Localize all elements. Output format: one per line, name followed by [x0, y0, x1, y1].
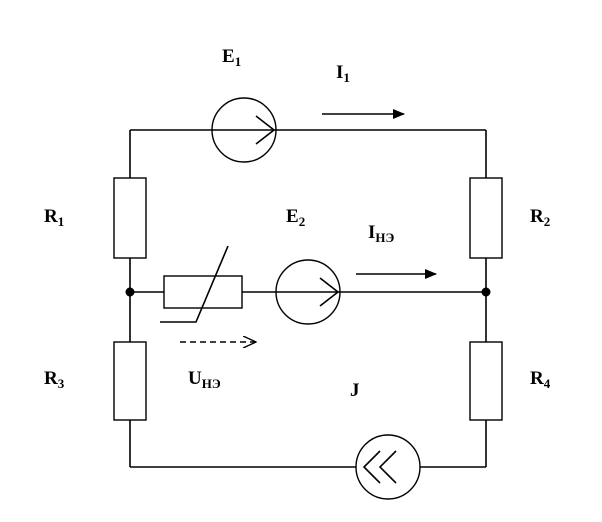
label-i1: I1	[336, 62, 350, 85]
label-r4: R4	[530, 368, 551, 391]
label-ine: IНЭ	[368, 222, 395, 245]
label-r2: R2	[530, 206, 550, 229]
voltage-source-e2	[275, 259, 341, 325]
node-left	[125, 287, 135, 297]
node-right	[481, 287, 491, 297]
resistor-r1	[113, 177, 147, 259]
label-j: J	[350, 380, 360, 401]
label-r3: R3	[44, 368, 65, 391]
voltage-source-e1	[211, 97, 277, 163]
resistor-r3	[113, 341, 147, 421]
label-une: UНЭ	[188, 368, 221, 391]
nonlinear-element	[160, 245, 243, 323]
resistor-r4	[469, 341, 503, 421]
label-r1: R1	[44, 206, 64, 229]
resistor-r2	[469, 177, 503, 259]
label-e2: E2	[286, 206, 305, 229]
label-e1: E1	[222, 46, 241, 69]
current-source-j	[355, 434, 421, 500]
